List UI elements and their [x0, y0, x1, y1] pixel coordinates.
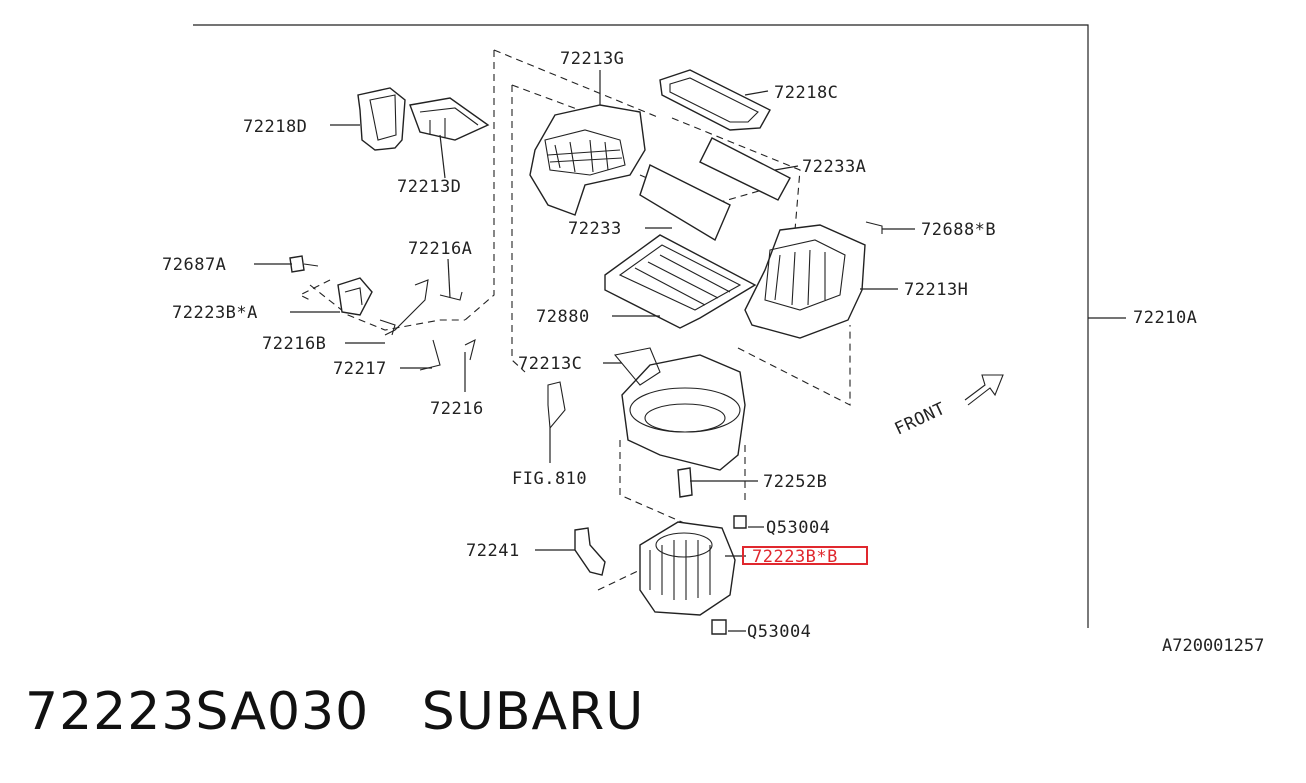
part-q53004-screw-upper — [733, 515, 747, 529]
part-72213c-blower-case — [613, 347, 746, 471]
front-arrow: FRONT — [892, 374, 1004, 440]
part-72213d-vent — [409, 97, 490, 141]
part-72223ba-actuator — [337, 277, 373, 316]
part-72223bb-blower-motor — [639, 521, 736, 616]
part-title: 72223SA030 SUBARU — [25, 682, 645, 742]
part-fig810-bracket — [547, 381, 566, 430]
front-label: FRONT — [892, 399, 949, 440]
part-72880-filter — [604, 234, 757, 329]
part-q53004-screw-lower — [711, 619, 727, 635]
label-72213c: 72213C — [518, 354, 582, 374]
label-72213d: 72213D — [397, 177, 461, 197]
label-72210a: 72210A — [1133, 308, 1197, 328]
part-72213g-housing — [529, 104, 646, 216]
label-72687a: 72687A — [162, 255, 226, 275]
label-72213h: 72213H — [904, 280, 968, 300]
highlight-box — [742, 546, 868, 565]
label-72223bb[interactable]: 72223B*B — [752, 547, 838, 567]
label-72233: 72233 — [568, 219, 622, 239]
label-72233a: 72233A — [802, 157, 866, 177]
part-72213h-housing — [744, 224, 866, 339]
label-q53004-lower: Q53004 — [747, 622, 811, 642]
part-72233-filter — [639, 164, 731, 242]
label-72216a: 72216A — [408, 239, 472, 259]
label-fig810: FIG.810 — [512, 469, 587, 489]
label-q53004-upper: Q53004 — [766, 518, 830, 538]
label-72223ba: 72223B*A — [172, 303, 258, 323]
part-72218d-duct — [357, 87, 406, 151]
part-72252b — [677, 467, 693, 498]
part-72218c-gasket — [659, 69, 771, 131]
part-72233a-filter — [699, 137, 791, 201]
part-72241-hose — [574, 527, 606, 576]
part-labels: 72213G 72218C 72218D 72213D 72233A 72233… — [162, 49, 1197, 642]
label-72252b: 72252B — [763, 472, 827, 492]
leader-lines — [254, 70, 915, 632]
diagram-code: A720001257 — [1162, 636, 1265, 656]
label-72217: 72217 — [333, 359, 387, 379]
label-72688b: 72688*B — [921, 220, 996, 240]
label-72213g: 72213G — [560, 49, 624, 69]
diagram-frame — [193, 24, 1126, 628]
part-72687a-bolt — [289, 255, 319, 273]
part-linkages — [379, 279, 476, 371]
label-72218c: 72218C — [774, 83, 838, 103]
label-72218d: 72218D — [243, 117, 307, 137]
label-72216b: 72216B — [262, 334, 326, 354]
label-72880: 72880 — [536, 307, 590, 327]
label-72216: 72216 — [430, 399, 484, 419]
label-72241: 72241 — [466, 541, 520, 561]
part-72688b-clip — [865, 221, 883, 234]
